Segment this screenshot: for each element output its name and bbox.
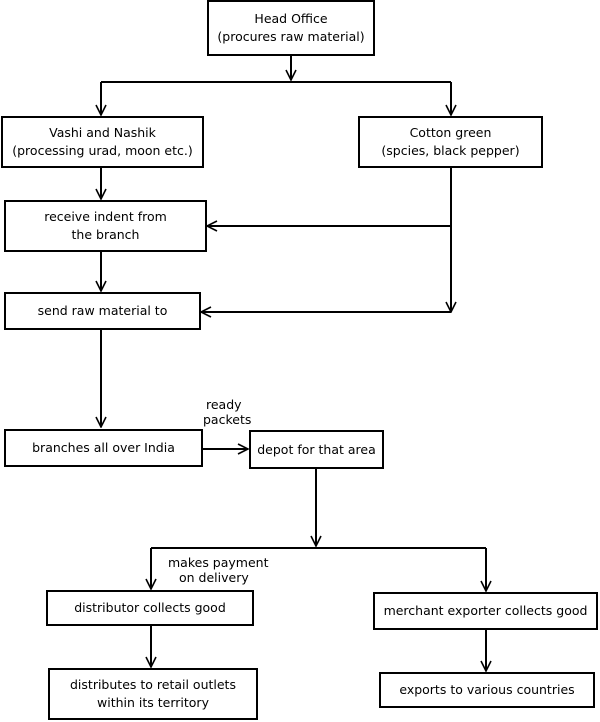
distributor-text: distributor collects good [74, 600, 226, 615]
distributes-retail-line1: distributes to retail outlets [70, 677, 236, 692]
merchant-exporter-text: merchant exporter collects good [383, 603, 588, 618]
ready-packets-line1: ready [206, 397, 242, 412]
send-raw-material-box: send raw material to [4, 292, 201, 330]
send-raw-material-text: send raw material to [37, 303, 168, 318]
merchant-exporter-box: merchant exporter collects good [373, 592, 598, 630]
vashi-nashik-box: Vashi and Nashik (processing urad, moon … [1, 116, 204, 168]
head-office-box: Head Office (procures raw material) [207, 0, 375, 56]
cotton-green-title: Cotton green [409, 125, 492, 140]
distributes-retail-line2: within its territory [97, 695, 209, 710]
distributes-retail-box: distributes to retail outlets within its… [48, 668, 258, 720]
head-office-title: Head Office [254, 11, 328, 26]
receive-indent-line2: the branch [71, 227, 140, 242]
payment-line1: makes payment [168, 555, 269, 570]
ready-packets-line2: packets [203, 412, 252, 427]
exports-text: exports to various countries [399, 682, 575, 697]
depot-text: depot for that area [257, 441, 376, 457]
payment-label: makes payment on delivery [168, 555, 269, 585]
vashi-nashik-title: Vashi and Nashik [49, 125, 156, 140]
payment-line2: on delivery [179, 570, 249, 585]
receive-indent-box: receive indent from the branch [4, 200, 207, 252]
branches-text: branches all over India [32, 440, 175, 455]
vashi-nashik-subtitle: (processing urad, moon etc.) [12, 143, 193, 158]
branches-box: branches all over India [4, 429, 203, 467]
cotton-green-box: Cotton green (spcies, black pepper) [358, 116, 543, 168]
receive-indent-line1: receive indent from [44, 209, 167, 224]
exports-box: exports to various countries [379, 672, 595, 708]
cotton-green-subtitle: (spcies, black pepper) [381, 143, 520, 158]
ready-packets-label: ready packets [203, 397, 251, 427]
distributor-box: distributor collects good [46, 590, 254, 626]
head-office-subtitle: (procures raw material) [217, 29, 365, 44]
depot-box: depot for that area [249, 430, 384, 469]
